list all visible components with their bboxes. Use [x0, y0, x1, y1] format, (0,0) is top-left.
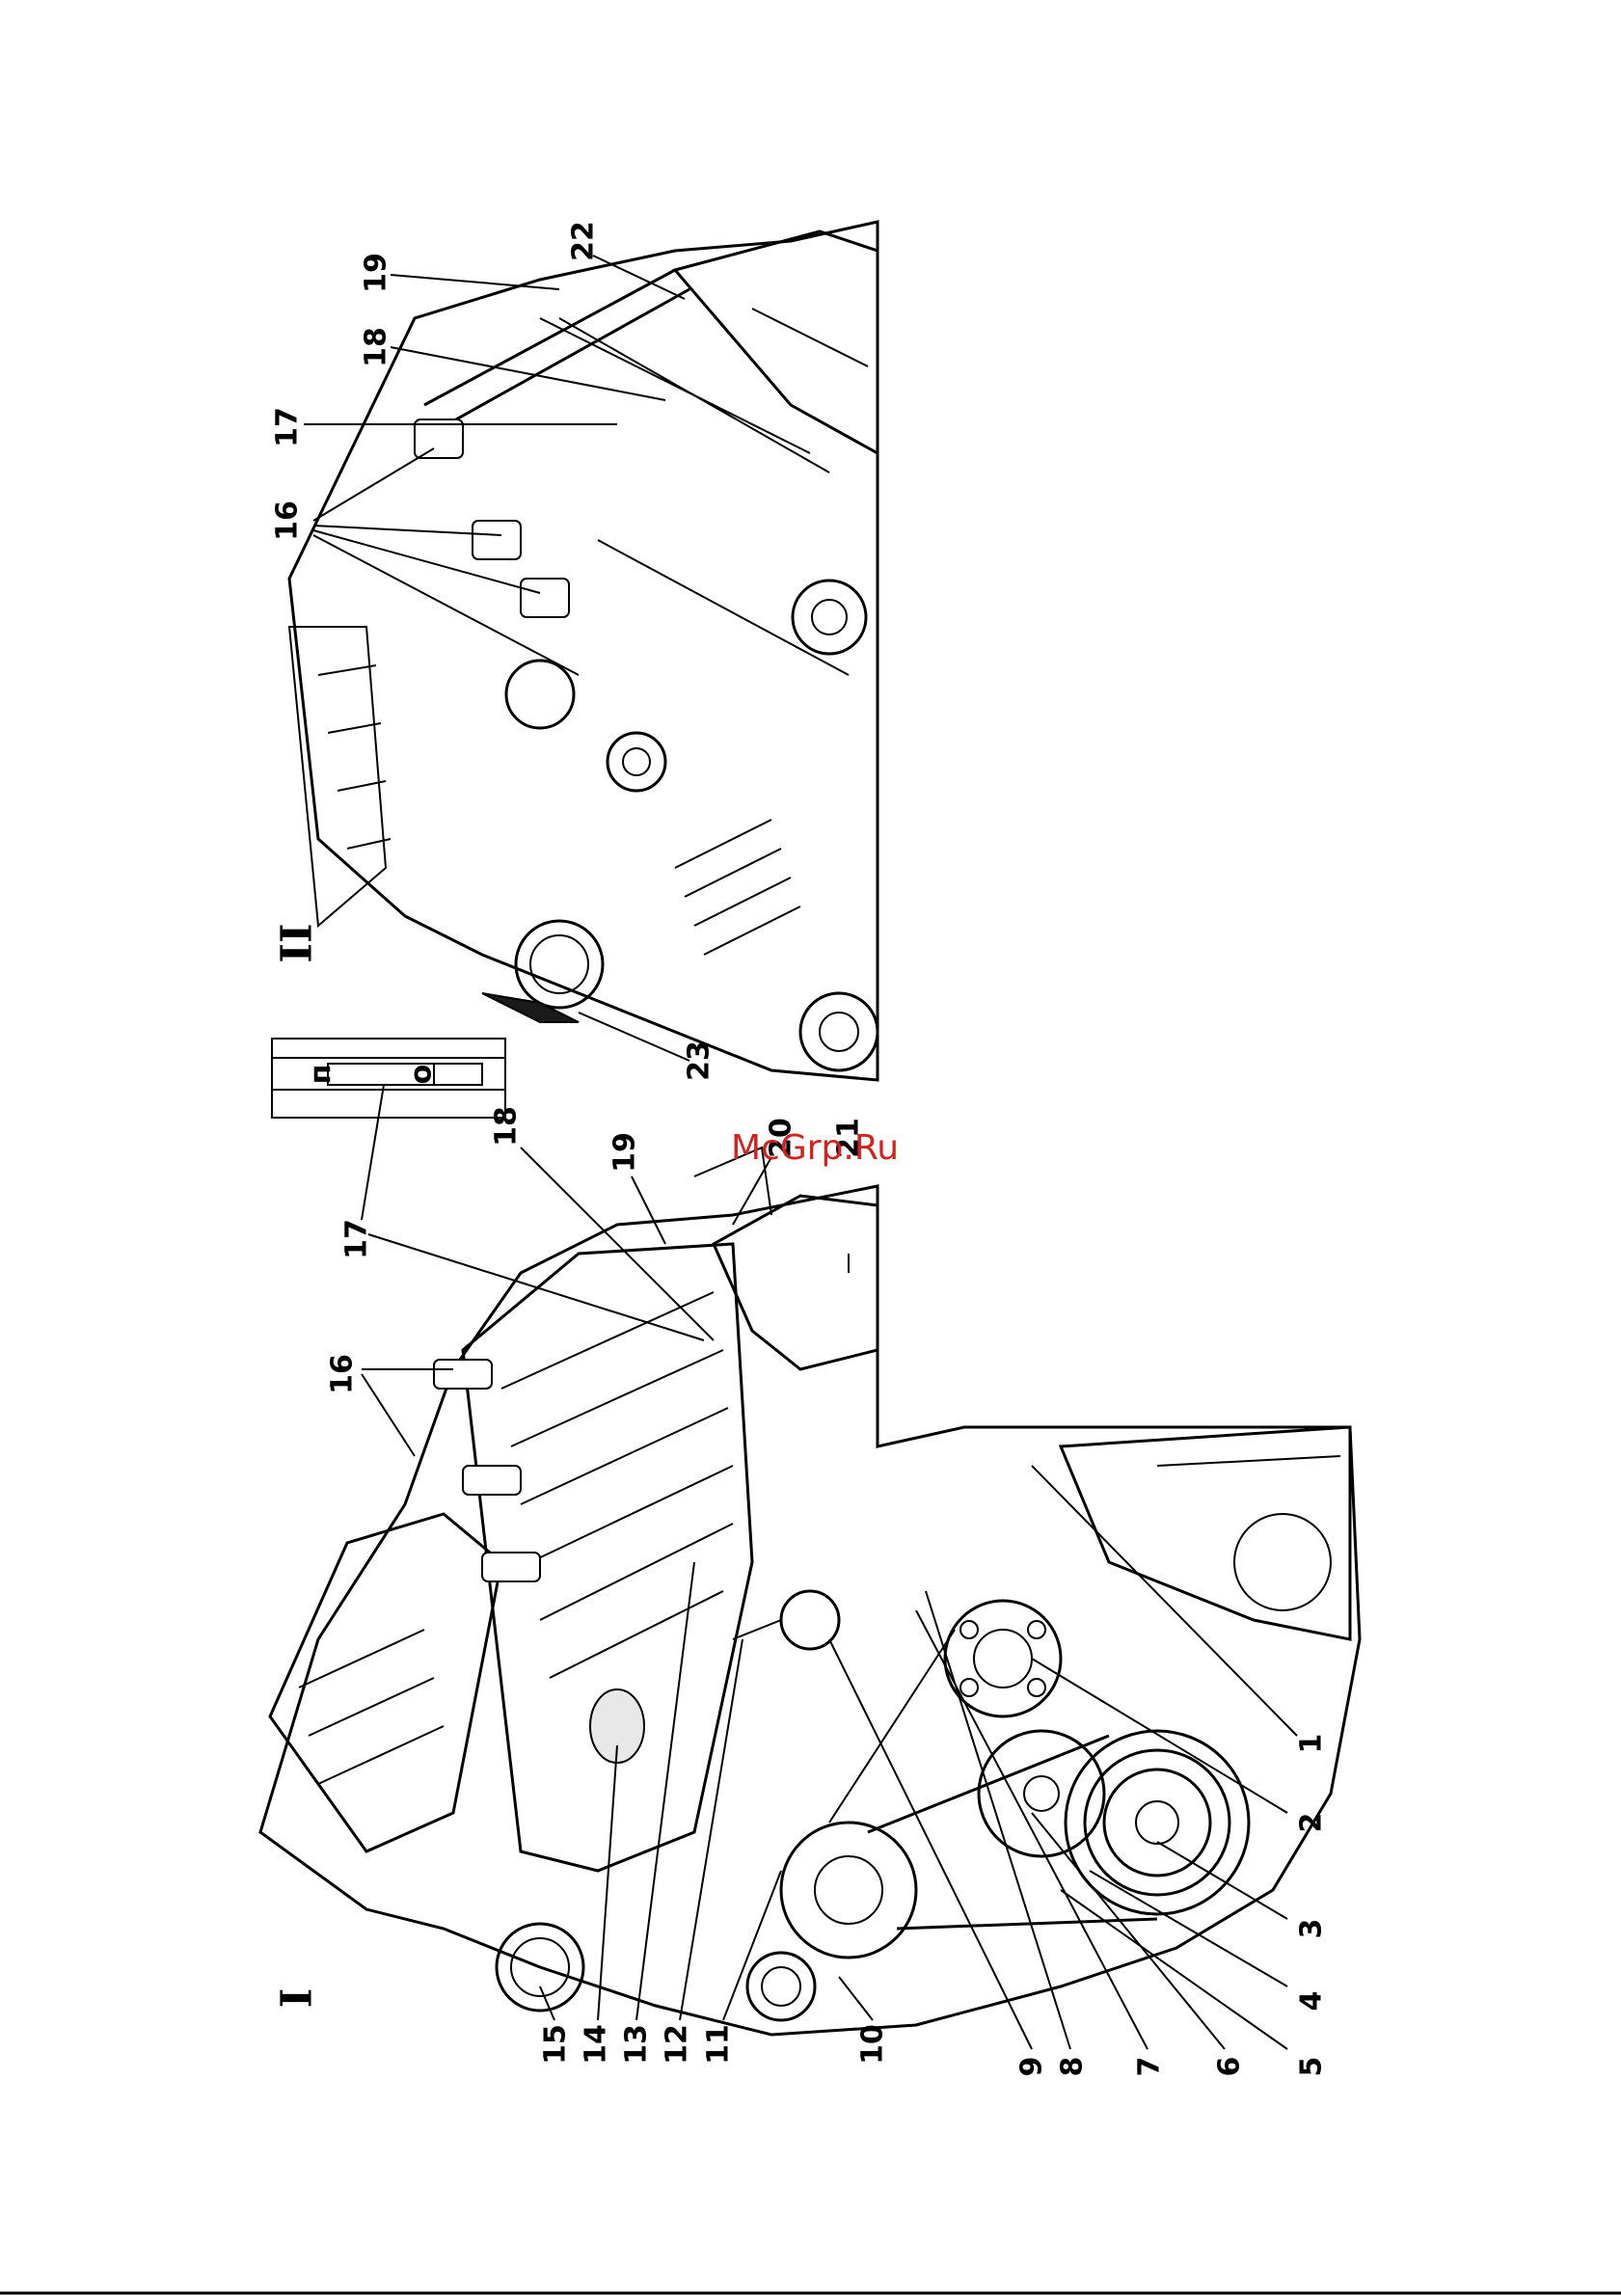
callout-v2-16: 16 [271, 500, 305, 541]
callout-v1-14: 14 [580, 2024, 613, 2065]
callout-v1-18: 18 [490, 1106, 524, 1147]
callout-v1-3: 3 [1295, 1919, 1329, 1939]
callout-v1-7: 7 [1133, 2057, 1167, 2077]
inset-glyph-right: о [405, 1065, 439, 1085]
callout-v2-19: 19 [360, 253, 393, 293]
callout-v2-17: 17 [271, 407, 305, 447]
callout-v1-10: 10 [856, 2024, 890, 2065]
callout-v1-19: 19 [608, 1132, 642, 1173]
callout-labels-view-2: 19 18 17 16 22 23 [271, 221, 716, 1081]
view-1-label: I [273, 1988, 322, 2009]
callout-v1-16: 16 [326, 1354, 360, 1394]
callout-v1-13: 13 [620, 2024, 654, 2065]
callout-v1-1: 1 [1295, 1734, 1329, 1754]
callout-v1-4: 4 [1295, 1991, 1329, 2012]
inset-glyph-left: п [305, 1065, 338, 1085]
callout-v1-2: 2 [1295, 1813, 1329, 1833]
watermark: McGrp.Ru [731, 1128, 899, 1168]
callout-v1-17: 17 [340, 1219, 374, 1259]
callout-v1-8: 8 [1056, 2057, 1090, 2077]
callout-v1-11: 11 [702, 2024, 736, 2065]
callout-v2-23: 23 [683, 1040, 716, 1081]
callout-v2-22: 22 [567, 221, 601, 261]
view-1-engine-drawing [260, 1148, 1360, 2035]
callout-v2-18: 18 [360, 327, 393, 367]
callout-v1-15: 15 [539, 2024, 573, 2065]
callout-labels-view-1: 17 16 18 19 20 21 1 2 3 4 5 6 7 8 9 10 1… [326, 1106, 1329, 2076]
callout-v1-6: 6 [1213, 2057, 1247, 2077]
callout-v1-5: 5 [1295, 2057, 1329, 2077]
callout-v1-9: 9 [1015, 2057, 1049, 2077]
inset-box: п о [272, 1039, 505, 1220]
callout-v1-12: 12 [661, 2024, 694, 2065]
view-2-label: II [273, 923, 322, 962]
